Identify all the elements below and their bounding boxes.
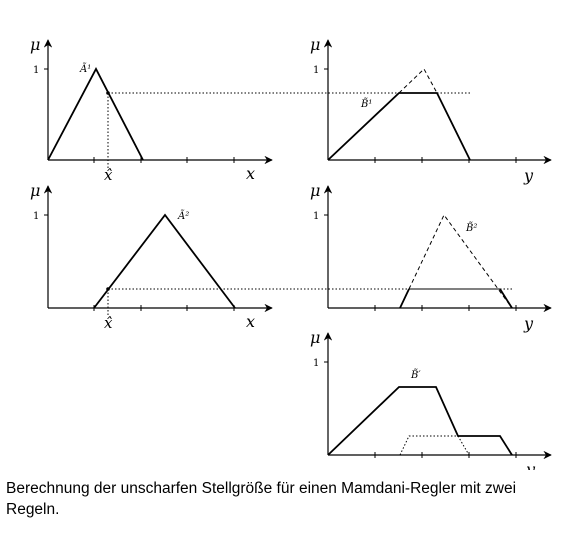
panel-b1 — [323, 39, 552, 165]
membership-b2-dashed — [399, 214, 513, 309]
mu-label: μ — [30, 35, 40, 54]
svg-text:1: 1 — [313, 358, 319, 369]
membership-b1-dashed — [398, 68, 438, 94]
membership-a2 — [93, 213, 236, 309]
y-label: y — [523, 166, 534, 185]
svg-text:x: x — [246, 312, 255, 331]
svg-text:μ: μ — [310, 35, 320, 54]
panel-b2 — [323, 185, 552, 313]
membership-b1-clipped — [327, 92, 471, 161]
x-label: x — [246, 164, 255, 183]
one-label: 1 — [33, 65, 39, 76]
membership-a1 — [47, 67, 144, 161]
mamdani-diagram: μ 1 Ã¹ x̂ x μ 1 B̃¹ y μ 1 Ã² x̂ x — [30, 35, 552, 470]
svg-text:μ: μ — [310, 181, 320, 200]
set-label-bprime: B̃′ — [410, 369, 421, 381]
svg-text:1: 1 — [33, 211, 39, 222]
figure-caption: Berechnung der unscharfen Stellgröße für… — [6, 480, 517, 518]
xhat-label: x̂ — [104, 166, 113, 184]
svg-text:y: y — [523, 314, 534, 333]
svg-text:μ: μ — [30, 181, 40, 200]
panel-bprime — [323, 332, 552, 460]
set-label-b2: B̃² — [465, 222, 477, 234]
set-label-a2: Ã² — [177, 210, 189, 222]
svg-text:y: y — [525, 460, 536, 470]
svg-text:x̂: x̂ — [104, 314, 113, 332]
svg-text:1: 1 — [313, 65, 319, 76]
membership-bprime — [327, 386, 513, 456]
svg-text:μ: μ — [310, 328, 320, 347]
panel-a1 — [43, 39, 472, 168]
svg-text:1: 1 — [313, 211, 319, 222]
set-label-a1: Ã¹ — [79, 63, 91, 75]
membership-b2-clipped — [399, 288, 410, 309]
membership-bprime-dotted — [399, 435, 470, 456]
panel-a2 — [43, 185, 512, 316]
set-label-b1: B̃¹ — [360, 98, 372, 110]
